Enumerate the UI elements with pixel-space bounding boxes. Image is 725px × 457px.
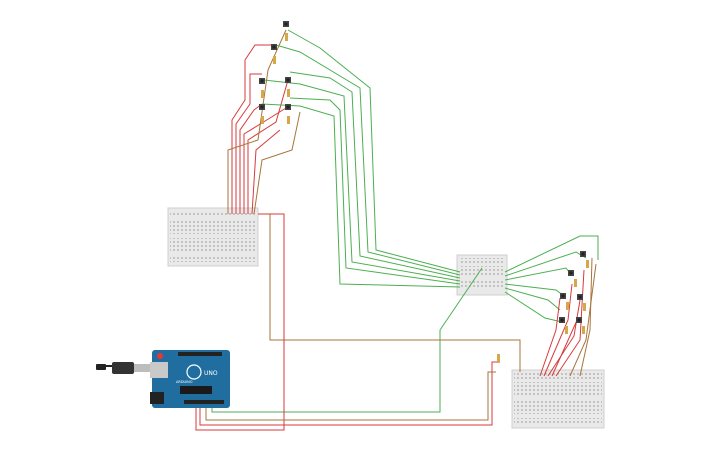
wire-red[interactable] [539, 297, 561, 377]
resistor[interactable] [261, 116, 264, 124]
resistor[interactable] [586, 260, 589, 268]
pushbutton[interactable] [568, 270, 574, 276]
pushbutton[interactable] [285, 104, 291, 110]
resistor[interactable] [574, 279, 577, 287]
wire-red[interactable] [547, 299, 581, 377]
pushbutton[interactable] [285, 77, 291, 83]
wire-red[interactable] [195, 213, 285, 431]
wire-brown[interactable] [579, 257, 593, 377]
resistor-group-left [261, 33, 290, 124]
wire-green[interactable] [287, 29, 461, 273]
pushbutton[interactable] [259, 78, 265, 84]
usb-cable[interactable] [96, 362, 150, 374]
wire-red[interactable] [551, 317, 579, 377]
pushbutton-group-left [259, 21, 291, 110]
breadboard-right[interactable] [511, 369, 605, 429]
wire-red[interactable] [243, 107, 287, 214]
arduino-logo-label: ARDUINO [176, 380, 193, 384]
wire-green[interactable] [275, 44, 461, 276]
resistor[interactable] [261, 90, 264, 98]
wire-red[interactable] [231, 44, 275, 214]
arduino-brand-label: UNO [204, 370, 218, 377]
pushbutton[interactable] [576, 317, 582, 323]
pushbutton[interactable] [271, 44, 277, 50]
resistor[interactable] [287, 89, 290, 97]
wire-brown[interactable] [205, 371, 496, 421]
breadboard-middle[interactable] [456, 254, 508, 296]
pushbutton[interactable] [577, 294, 583, 300]
pushbutton[interactable] [259, 104, 265, 110]
wire-green[interactable] [289, 97, 461, 285]
wire-red[interactable] [239, 103, 263, 214]
resistor[interactable] [287, 116, 290, 124]
wire-green[interactable] [504, 287, 561, 311]
wire-brown[interactable] [569, 263, 597, 377]
resistor[interactable] [566, 302, 569, 310]
resistor[interactable] [582, 326, 585, 334]
arduino-board[interactable]: UNO ARDUINO [150, 350, 230, 408]
wire-brown[interactable] [227, 29, 287, 214]
wire-red[interactable] [555, 269, 585, 377]
wire-brown[interactable] [253, 111, 301, 215]
resistor[interactable] [273, 56, 276, 64]
wire-red[interactable] [251, 129, 281, 215]
pushbutton[interactable] [559, 317, 565, 323]
wire-green[interactable] [289, 71, 461, 279]
resistor[interactable] [565, 326, 568, 334]
resistor[interactable] [583, 303, 586, 311]
resistor[interactable] [497, 354, 500, 362]
breadboard-left[interactable] [167, 207, 259, 267]
wire-red[interactable] [235, 73, 262, 214]
resistor[interactable] [285, 33, 288, 41]
wire-red[interactable] [247, 79, 289, 214]
wire-red[interactable] [199, 361, 500, 426]
wire-green[interactable] [504, 267, 573, 281]
wire-red[interactable] [543, 283, 573, 377]
wire-green[interactable] [263, 79, 461, 282]
wire-brown[interactable] [269, 214, 521, 372]
wire-green[interactable] [504, 235, 599, 273]
pushbutton[interactable] [580, 251, 586, 257]
pushbutton[interactable] [283, 21, 289, 27]
wire-green[interactable] [261, 103, 461, 288]
pushbutton-group-right [559, 251, 586, 323]
pushbutton[interactable] [560, 293, 566, 299]
wire-green[interactable] [211, 267, 483, 413]
resistor-group-right [497, 260, 589, 362]
wire-green[interactable] [504, 291, 563, 323]
